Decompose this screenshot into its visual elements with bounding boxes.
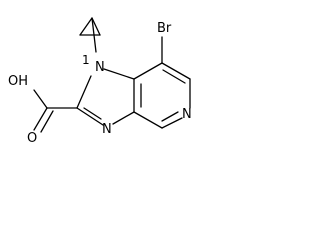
- c2-n3-double-bond: [83, 107, 102, 120]
- carbonyl-oxygen-label: O: [27, 131, 37, 146]
- cyclopropyl-bond-left: [79, 17, 93, 36]
- cyclopropyl-group: [79, 17, 101, 53]
- n1-c2-bond: [76, 75, 92, 109]
- carboxyl-double-bond: [40, 110, 54, 133]
- hydroxyl-label: OH: [8, 74, 28, 89]
- n1-label: N: [95, 60, 105, 75]
- c7a-c7-bond: [133, 62, 163, 80]
- n3-c3a-bond: [112, 111, 135, 125]
- n1-locant-label: 1: [82, 53, 90, 67]
- n-cyclopropyl-bond: [91, 17, 97, 53]
- carboxyl-oh-bond: [33, 89, 48, 109]
- n5-c4-bond: [161, 117, 183, 129]
- carboxylic-acid-group: [33, 89, 78, 133]
- c7-c6-double-bond: [162, 69, 186, 84]
- n3-label: N: [102, 122, 112, 137]
- imidazole-ring: [76, 68, 135, 126]
- chemical-structure: Br N 1 N N OH O: [8, 17, 192, 146]
- c2-n3-bond: [76, 107, 104, 126]
- c4-c3a-bond: [133, 111, 163, 129]
- bromine-label: Br: [157, 21, 172, 36]
- pyridine-ring: [133, 62, 191, 129]
- n1-c7a-bond: [103, 68, 135, 80]
- carboxyl-o-bond: [33, 107, 48, 131]
- pyridine-n-label: N: [182, 107, 192, 122]
- n5-c4-double-bond: [161, 111, 179, 122]
- c7-c6-bond: [161, 62, 191, 80]
- cyclopropyl-bond-right: [91, 17, 101, 36]
